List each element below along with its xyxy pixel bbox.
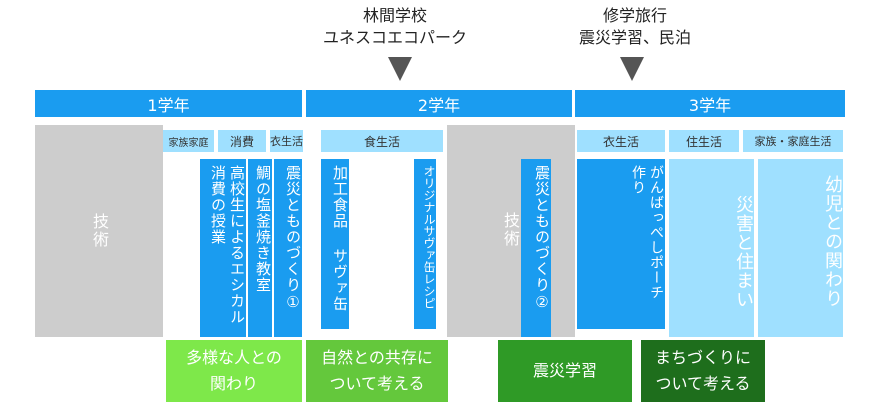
event-shugaku: 修学旅行 震災学習、民泊 — [550, 5, 720, 49]
sublabel-ishokuju-3: 衣生活 — [577, 130, 665, 152]
theme-shizen: 自然との共存に ついて考える — [306, 340, 448, 402]
theme-shizen-line2: ついて考える — [329, 374, 425, 393]
theme-machi-line1: まちづくりに — [654, 348, 751, 367]
column-monozukuri-2: 震災とものづくり② — [521, 159, 551, 337]
gijutsu-label-2: 技術 — [501, 212, 520, 248]
theme-shinsai: 震災学習 — [498, 340, 632, 402]
column-monozukuri-2-text: 震災とものづくり② — [533, 165, 551, 312]
event-rinkan-line2: ユネスコエコパーク — [322, 28, 467, 47]
event-shugaku-line1: 修学旅行 — [602, 6, 667, 25]
column-ganbappe-b: がんばっぺしポーチ — [648, 165, 664, 300]
column-ethical-text: 高校生によるエシカル消費の授業 — [209, 165, 246, 325]
column-saigai-text: 災害と住まい — [733, 195, 754, 309]
sublabel-shokuseikatsu: 食生活 — [321, 130, 443, 152]
column-ganbappe: がんばっぺしポーチ 作り — [577, 159, 665, 329]
column-kako-text: 加工食品 サヴァ缶 — [331, 165, 349, 312]
theme-machi: まちづくりに ついて考える — [641, 340, 765, 402]
event-shugaku-line2: 震災学習、民泊 — [578, 28, 691, 47]
grade-1-bar: 1学年 — [35, 90, 302, 117]
sublabel-shohi: 消費 — [218, 130, 266, 152]
theme-machi-line2: ついて考える — [655, 374, 751, 393]
gijutsu-block-1: 技術 — [35, 125, 163, 337]
triangle-down-icon — [620, 57, 644, 81]
gijutsu-label-1: 技術 — [90, 213, 109, 249]
gijutsu-block-2 — [447, 125, 575, 337]
column-kako: 加工食品 サヴァ缶 — [321, 159, 349, 329]
column-yoji: 幼児との関わり — [758, 159, 843, 337]
theme-shinsai-line1: 震災学習 — [532, 361, 597, 380]
theme-tayou-line2: 関わり — [209, 374, 258, 393]
sublabel-kazoku-katei: 家族家庭 — [163, 130, 214, 152]
column-ganbappe-a: 作り — [630, 165, 646, 195]
gijutsu-label-2-wrap: 技術 — [495, 185, 525, 275]
sublabel-kazoku-3: 家族・家庭生活 — [743, 130, 843, 152]
grade-3-bar: 3学年 — [575, 90, 845, 117]
column-yoji-text: 幼児との関わり — [822, 175, 843, 308]
event-rinkan: 林間学校 ユネスコエコパーク — [300, 5, 490, 49]
theme-tayou-line1: 多様な人との — [186, 348, 282, 367]
event-rinkan-line1: 林間学校 — [362, 6, 427, 25]
sublabel-ishokuju-1: 衣生活 — [270, 130, 303, 152]
triangle-down-icon — [388, 57, 412, 81]
column-tai-text: 鯛の塩釜焼き教室 — [254, 165, 272, 293]
column-monozukuri-1-text: 震災とものづくり① — [284, 165, 302, 312]
theme-shizen-line1: 自然との共存に — [321, 348, 433, 367]
column-original: オリジナルサヴァ缶レシピ — [414, 159, 436, 329]
theme-tayou: 多様な人との 関わり — [166, 340, 302, 402]
grade-2-bar: 2学年 — [306, 90, 572, 117]
column-ethical: 高校生によるエシカル消費の授業 — [200, 159, 246, 337]
column-tai: 鯛の塩釜焼き教室 — [248, 159, 272, 337]
sublabel-jusei: 住生活 — [669, 130, 739, 152]
column-monozukuri-1: 震災とものづくり① — [274, 159, 302, 337]
column-original-text: オリジナルサヴァ缶レシピ — [422, 165, 436, 309]
column-saigai: 災害と住まい — [669, 159, 754, 337]
